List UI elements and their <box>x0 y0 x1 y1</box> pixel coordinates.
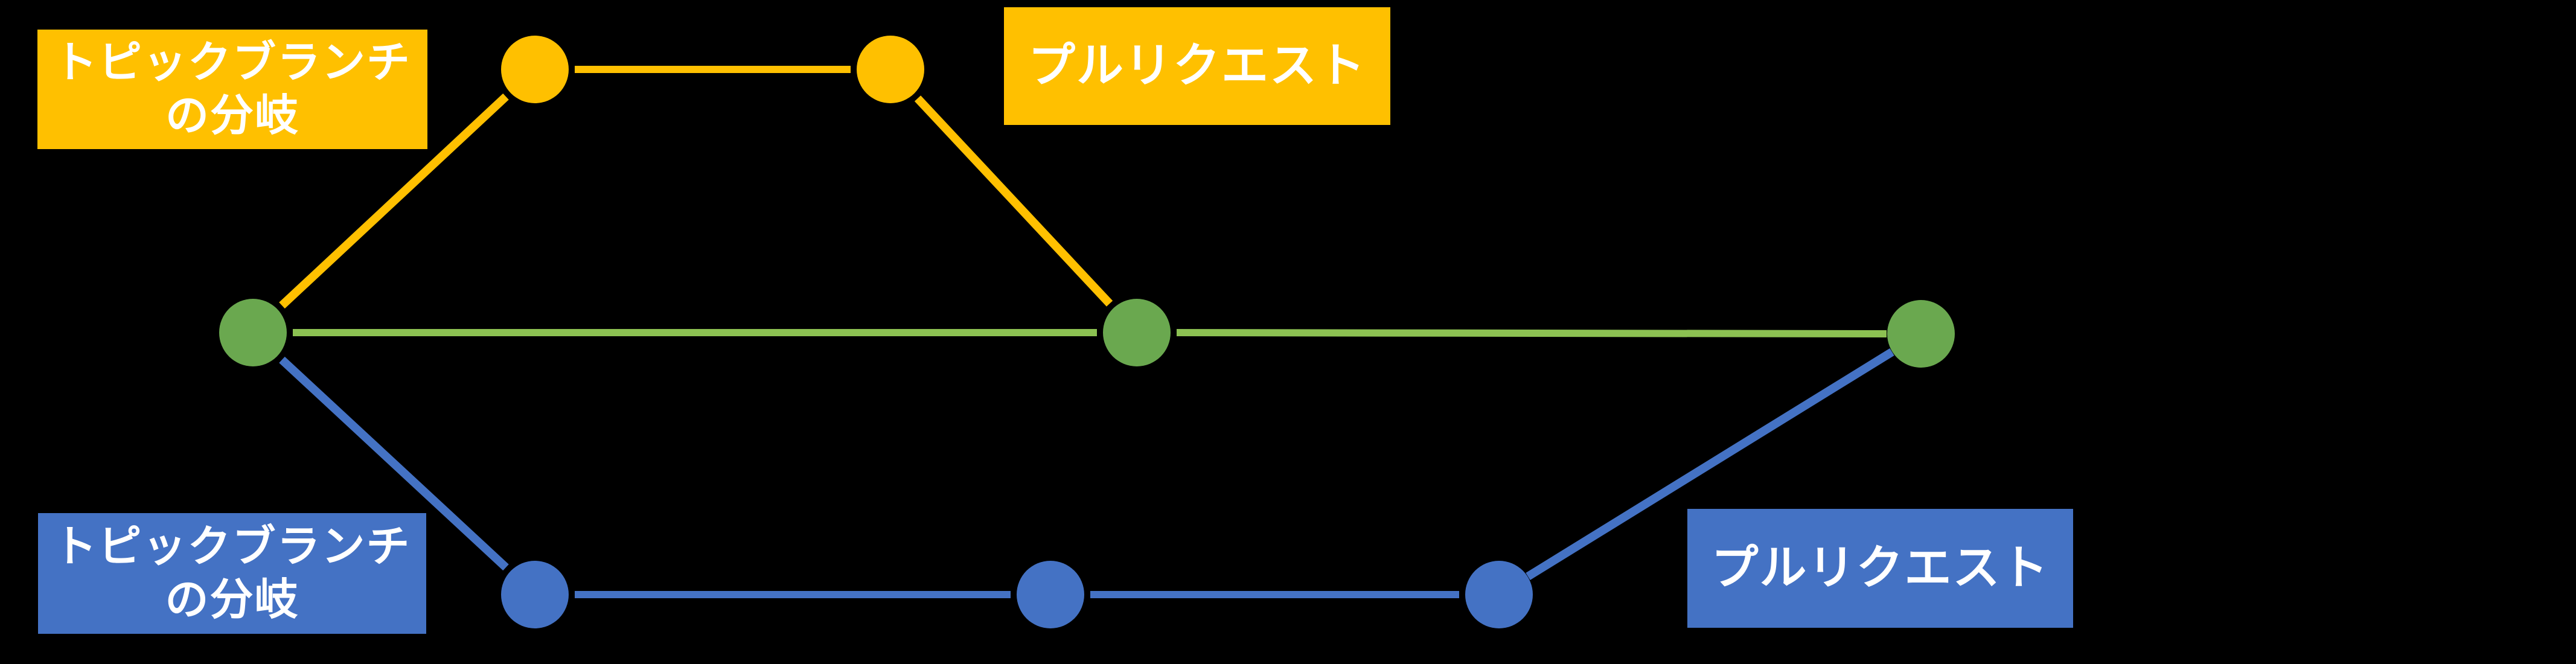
branch-line-topic-bottom-fork <box>279 356 509 571</box>
branch-line-topic-bottom-merge <box>1526 348 1894 580</box>
commit-node-main-2 <box>1103 299 1171 366</box>
label-topic-branch-fork-bottom-line1: トピックブランチ <box>53 521 411 572</box>
branch-line-topic-top-merge <box>914 95 1113 307</box>
commit-node-topic-bottom-3 <box>1465 561 1533 628</box>
label-pull-request-bottom: プルリクエスト <box>1687 509 2073 628</box>
commit-node-topic-top-2 <box>857 36 924 103</box>
label-topic-branch-fork-bottom-line2: の分岐 <box>165 574 299 625</box>
branch-line-main-segment-2 <box>1176 329 1887 337</box>
label-topic-branch-fork-top-line1: トピックブランチ <box>53 37 411 88</box>
label-topic-branch-fork-top: トピックブランチ の分岐 <box>37 30 427 149</box>
label-pull-request-top: プルリクエスト <box>1004 7 1390 125</box>
commit-node-topic-bottom-1 <box>501 561 569 628</box>
commit-node-main-1 <box>219 299 287 366</box>
commit-node-topic-top-1 <box>501 36 569 103</box>
label-topic-branch-fork-top-line2: の分岐 <box>165 90 299 141</box>
commit-node-topic-bottom-2 <box>1017 561 1084 628</box>
commit-node-main-3 <box>1887 300 1955 368</box>
label-topic-branch-fork-bottom: トピックブランチ の分岐 <box>38 513 426 634</box>
label-pull-request-bottom-text: プルリクエスト <box>1711 540 2050 595</box>
label-pull-request-top-text: プルリクエスト <box>1028 38 1366 93</box>
branch-line-topic-top-fork <box>279 93 509 309</box>
